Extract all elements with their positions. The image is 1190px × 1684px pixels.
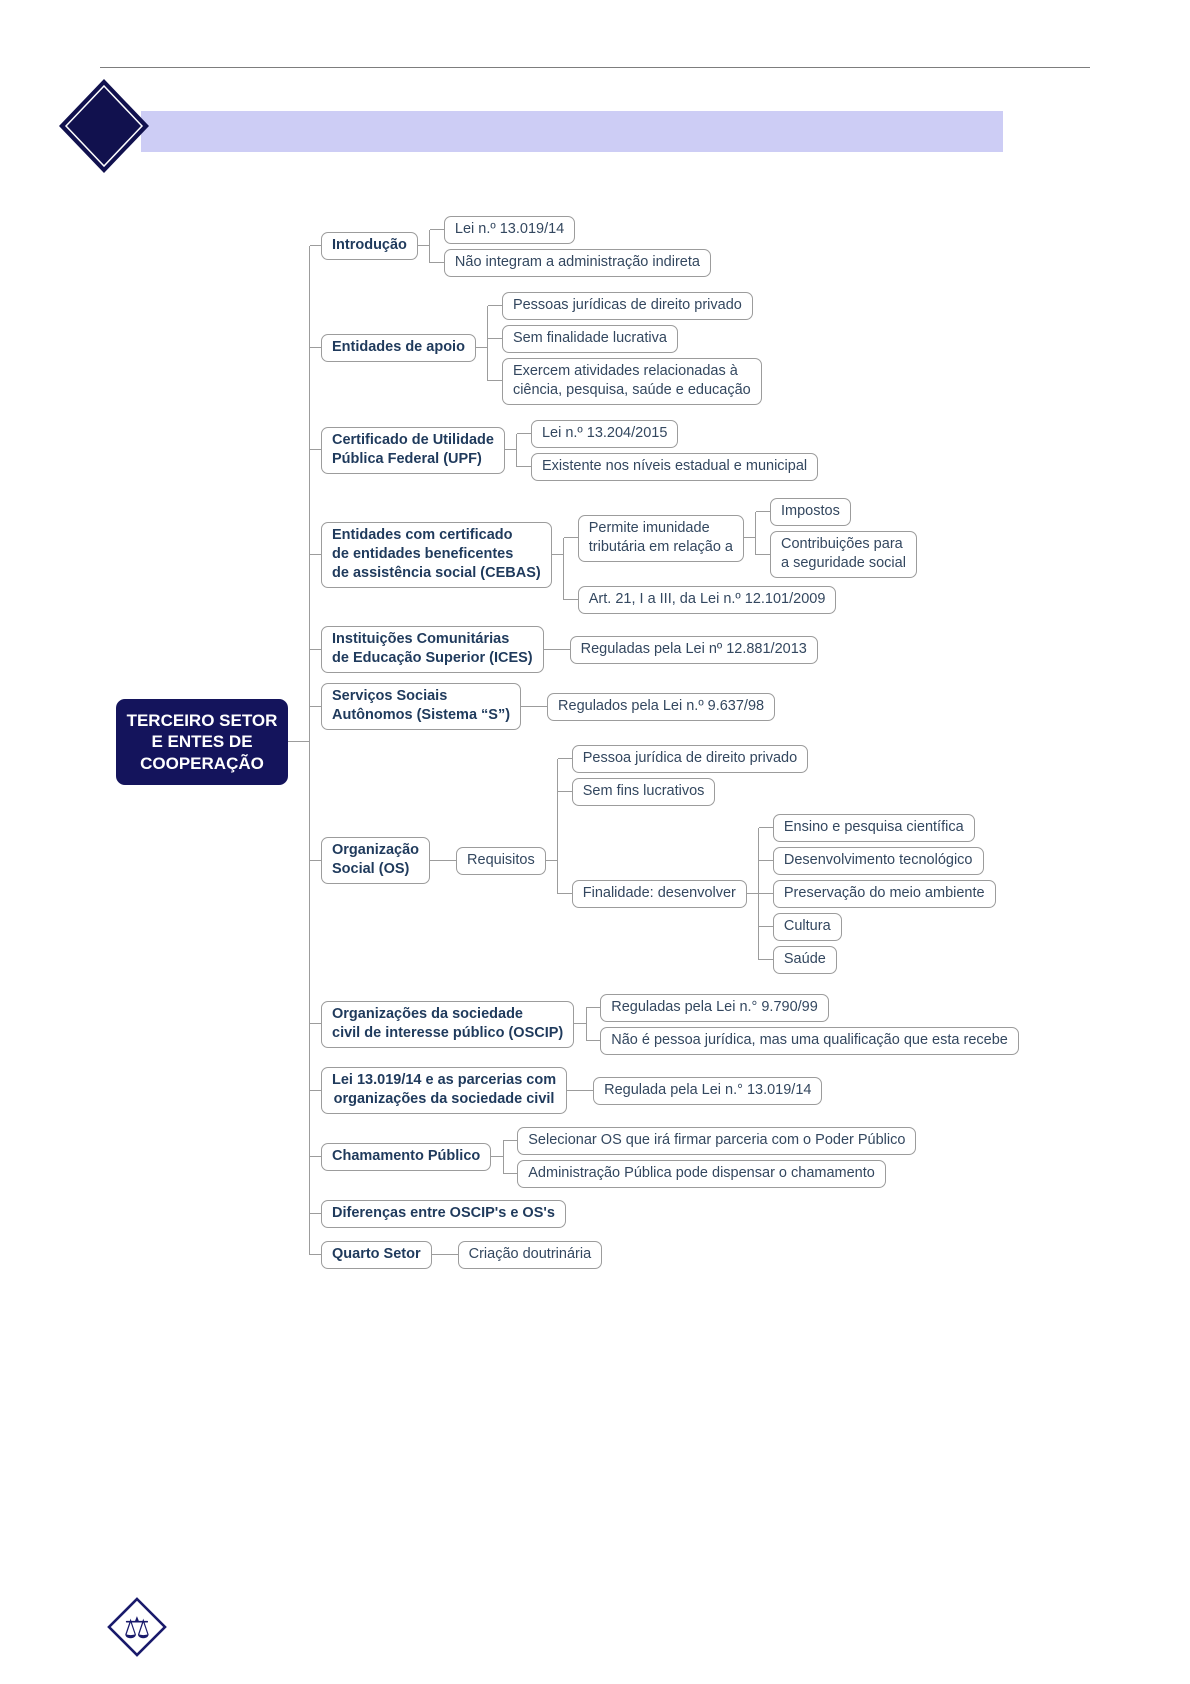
node-requisitos: Requisitos bbox=[456, 846, 546, 875]
node-permite-imunidade: Permite imunidade tributária em relação … bbox=[577, 514, 744, 562]
header-banner bbox=[141, 111, 1003, 152]
node-impostos: Impostos bbox=[770, 498, 851, 526]
node-organizacao-social: Organização Social (OS) bbox=[321, 837, 431, 884]
node-reguladas-9790: Reguladas pela Lei n.° 9.790/99 bbox=[600, 993, 829, 1022]
node-diferencas-oscip-os: Diferenças entre OSCIP's e OS's bbox=[321, 1200, 566, 1228]
mindmap-root-branch: TERCEIRO SETOR E ENTES DE COOPERAÇÃO Int… bbox=[116, 208, 1019, 1276]
node-upf: Certificado de Utilidade Pública Federal… bbox=[321, 426, 505, 474]
node-regulada-13019: Regulada pela Lei n.° 13.019/14 bbox=[593, 1076, 823, 1105]
node-nao-integram: Não integram a administração indireta bbox=[443, 248, 711, 277]
node-quarto-setor: Quarto Setor bbox=[321, 1240, 432, 1269]
node-entidades-apoio: Entidades de apoio bbox=[321, 334, 476, 362]
scales-glyph: ⚖ bbox=[124, 1611, 151, 1646]
mindmap: TERCEIRO SETOR E ENTES DE COOPERAÇÃO Int… bbox=[116, 208, 1019, 1276]
node-servicos-sociais: Serviços Sociais Autônomos (Sistema “S”) bbox=[321, 683, 522, 730]
node-lei-parcerias: Lei 13.019/14 e as parcerias com organiz… bbox=[321, 1067, 568, 1114]
node-exercem-atividades: Exercem atividades relacionadas à ciênci… bbox=[501, 357, 762, 405]
node-existente-niveis: Existente nos níveis estadual e municipa… bbox=[530, 452, 819, 481]
node-pessoas-juridicas: Pessoas jurídicas de direito privado bbox=[501, 291, 753, 320]
node-pessoa-juridica: Pessoa jurídica de direito privado bbox=[571, 745, 809, 773]
node-chamamento-publico: Chamamento Público bbox=[321, 1143, 492, 1171]
node-lei-13019: Lei n.º 13.019/14 bbox=[443, 215, 576, 244]
root-node: TERCEIRO SETOR E ENTES DE COOPERAÇÃO bbox=[116, 698, 288, 786]
node-nao-e-pessoa-juridica: Não é pessoa jurídica, mas uma qualifica… bbox=[600, 1026, 1019, 1055]
header-divider-line bbox=[100, 67, 1090, 68]
node-lei-13204: Lei n.º 13.204/2015 bbox=[530, 419, 679, 448]
node-desenvolvimento: Desenvolvimento tecnológico bbox=[772, 846, 984, 875]
scales-of-justice-icon: ⚖ bbox=[106, 1596, 168, 1658]
node-finalidade: Finalidade: desenvolver bbox=[571, 879, 747, 908]
node-preservacao: Preservação do meio ambiente bbox=[772, 879, 996, 908]
node-selecionar-os: Selecionar OS que irá firmar parceria co… bbox=[517, 1126, 917, 1155]
node-cebas: Entidades com certificado de entidades b… bbox=[321, 521, 552, 588]
root-children: Introdução Lei n.º 13.019/14 Não integra… bbox=[288, 208, 1019, 1276]
node-oscip: Organizações da sociedade civil de inter… bbox=[321, 1000, 575, 1048]
node-saude: Saúde bbox=[772, 945, 837, 974]
node-administracao-dispensar: Administração Pública pode dispensar o c… bbox=[517, 1159, 886, 1188]
node-contribuicoes: Contribuições para a seguridade social bbox=[770, 531, 917, 578]
node-cultura: Cultura bbox=[772, 912, 842, 941]
node-sem-fins: Sem fins lucrativos bbox=[571, 778, 716, 806]
node-regulados-9637: Regulados pela Lei n.º 9.637/98 bbox=[547, 692, 776, 721]
node-reguladas-12881: Reguladas pela Lei nº 12.881/2013 bbox=[569, 635, 818, 664]
diamond-logo-icon bbox=[57, 78, 151, 174]
node-art-21: Art. 21, I a III, da Lei n.º 12.101/2009 bbox=[577, 585, 837, 614]
node-sem-finalidade: Sem finalidade lucrativa bbox=[501, 324, 678, 353]
node-ices: Instituições Comunitárias de Educação Su… bbox=[321, 626, 544, 673]
node-criacao-doutrinaria: Criação doutrinária bbox=[457, 1240, 603, 1269]
node-ensino: Ensino e pesquisa científica bbox=[772, 813, 975, 842]
node-introducao: Introdução bbox=[321, 232, 418, 260]
